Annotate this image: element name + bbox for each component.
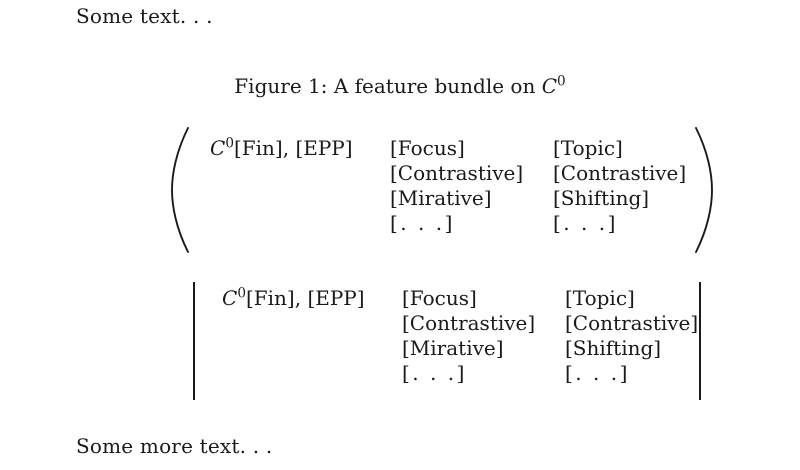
figure-caption-label: Figure 1:	[234, 74, 328, 98]
matrix-cell-head: C0[Fin], [EPP]	[210, 136, 353, 160]
caption-symbol-base: C	[541, 74, 558, 98]
matrix-cell-mirative: [Mirative]	[402, 336, 504, 360]
matrix-cell-ellipsis: [. . .]	[390, 211, 455, 235]
matrix-cell-focus: [Focus]	[390, 136, 465, 160]
head-symbol: C0	[210, 136, 234, 160]
matrix-cell-ellipsis: [. . .]	[402, 361, 467, 385]
matrix-cell-contrastive: [Contrastive]	[402, 311, 536, 335]
head-symbol-base: C	[210, 136, 226, 160]
figure-caption: Figure 1: A feature bundle on C0	[0, 74, 800, 98]
matrix-cell-head: C0[Fin], [EPP]	[222, 286, 365, 310]
matrix-cell-ellipsis-2: [. . .]	[565, 361, 630, 385]
matrix-cell-topic: [Topic]	[553, 136, 623, 160]
figure-caption-text: A feature bundle on	[333, 74, 536, 98]
left-parenthesis-delimiter-icon	[168, 126, 194, 254]
left-vertical-bar-delimiter-icon	[193, 282, 195, 400]
matrix-cell-ellipsis-2: [. . .]	[553, 211, 618, 235]
right-parenthesis-delimiter-icon	[690, 126, 716, 254]
head-symbol: C0	[222, 286, 246, 310]
matrix-cell-focus: [Focus]	[402, 286, 477, 310]
head-symbol-superscript: 0	[225, 135, 234, 152]
head-features: [Fin], [EPP]	[245, 286, 365, 310]
caption-symbol-superscript: 0	[557, 73, 566, 90]
matrix-cell-shifting: [Shifting]	[565, 336, 662, 360]
head-features: [Fin], [EPP]	[233, 136, 353, 160]
matrix-cell-contrastive-2: [Contrastive]	[553, 161, 687, 185]
head-symbol-base: C	[222, 286, 238, 310]
matrix-cell-contrastive-2: [Contrastive]	[565, 311, 699, 335]
matrix-cell-mirative: [Mirative]	[390, 186, 492, 210]
matrix-cell-topic: [Topic]	[565, 286, 635, 310]
matrix-cell-shifting: [Shifting]	[553, 186, 650, 210]
outro-paragraph: Some more text. . .	[76, 434, 273, 458]
figure-caption-symbol: C0	[542, 74, 566, 98]
head-symbol-superscript: 0	[237, 285, 246, 302]
matrix-cell-contrastive: [Contrastive]	[390, 161, 524, 185]
intro-paragraph: Some text. . .	[76, 4, 213, 28]
right-vertical-bar-delimiter-icon	[699, 282, 701, 400]
